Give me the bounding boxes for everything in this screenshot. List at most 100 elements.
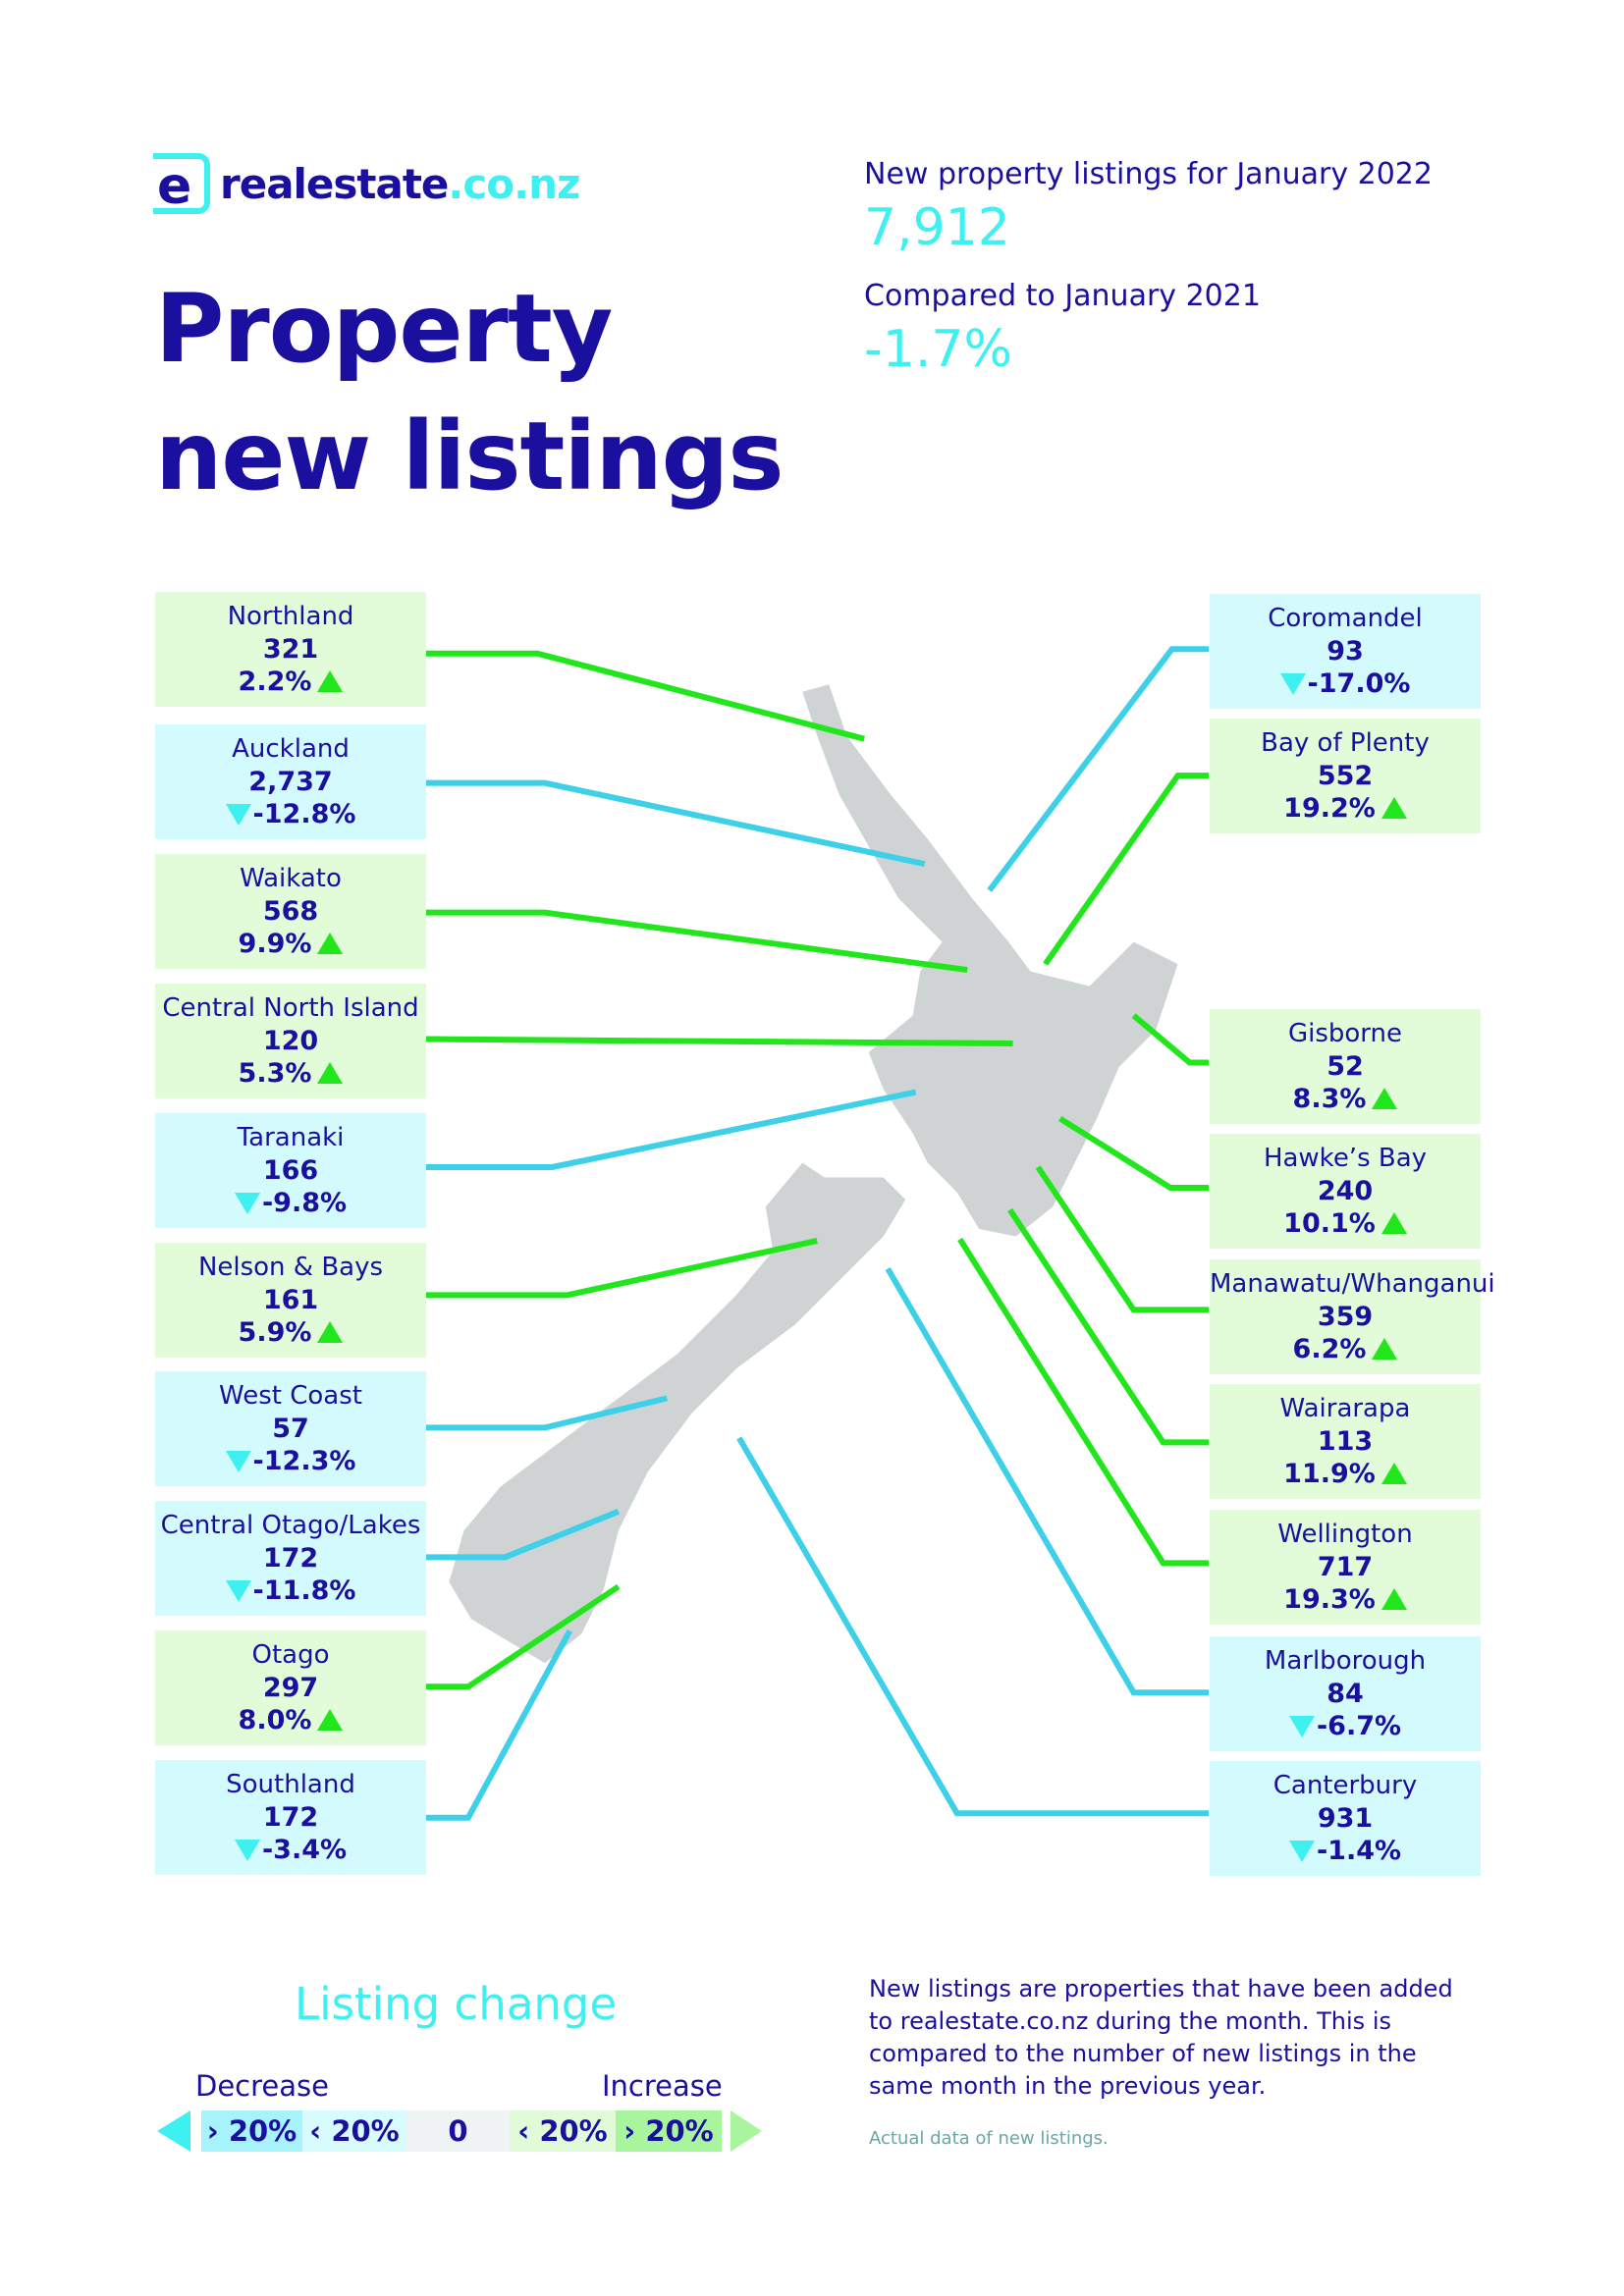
compare-label: Compared to January 2021 [864, 279, 1261, 313]
region-change-row: -6.7% [1210, 1710, 1481, 1742]
region-name: Northland [227, 602, 354, 631]
region-change: 8.3% [1292, 1084, 1367, 1114]
increase-arrow-icon [731, 2110, 762, 2152]
region-change: 6.2% [1292, 1334, 1367, 1364]
title-line-2: new listings [155, 401, 785, 511]
region-box-marlborough: Marlborough 84 -6.7% [1210, 1636, 1481, 1751]
region-name: Otago [251, 1640, 330, 1670]
region-count: 172 [262, 1802, 319, 1833]
region-count: 931 [1317, 1803, 1374, 1834]
region-name: Wellington [1277, 1520, 1413, 1549]
region-box-central-otago-lakes: Central Otago/Lakes 172 -11.8% [155, 1501, 426, 1616]
region-change-row: -1.4% [1210, 1835, 1481, 1867]
region-name: Marlborough [1264, 1646, 1427, 1676]
region-count: 359 [1317, 1302, 1374, 1332]
region-name: West Coast [219, 1381, 362, 1411]
region-change: -6.7% [1316, 1711, 1402, 1741]
down-triangle-icon [225, 804, 251, 826]
up-triangle-icon [317, 1321, 344, 1343]
legend-decrease-label: Decrease [195, 2069, 329, 2103]
down-triangle-icon [1288, 1716, 1315, 1737]
region-change-row: -9.8% [155, 1187, 426, 1219]
up-triangle-icon [317, 670, 344, 692]
region-name: Taranaki [237, 1123, 345, 1152]
region-count: 568 [262, 896, 319, 927]
region-count: 161 [262, 1285, 319, 1315]
region-box-southland: Southland 172 -3.4% [155, 1760, 426, 1875]
legend-segment-large-increase: › 20% [616, 2110, 722, 2152]
up-triangle-icon [1372, 1088, 1398, 1109]
region-count: 84 [1326, 1679, 1364, 1709]
leader-wairarapa [1007, 1207, 1210, 1446]
legend-segment-small-decrease: ‹ 20% [302, 2110, 406, 2152]
region-change: -12.3% [252, 1446, 356, 1476]
region-change-row: -12.3% [155, 1445, 426, 1477]
legend-title: Listing change [295, 1978, 618, 2030]
page-title: Property new listings [155, 265, 785, 520]
leader-otago [425, 1583, 621, 1690]
region-box-northland: Northland 321 2.2% [155, 592, 426, 707]
up-triangle-icon [1372, 1338, 1398, 1360]
region-box-gisborne: Gisborne 52 8.3% [1210, 1009, 1481, 1124]
region-box-canterbury: Canterbury 931 -1.4% [1210, 1761, 1481, 1876]
up-triangle-icon [317, 1709, 344, 1731]
region-change-row: 19.2% [1210, 792, 1481, 825]
leader-nelson-bays [425, 1238, 818, 1299]
logo-name: realestate [220, 159, 449, 208]
leader-coromandel [987, 646, 1210, 892]
logo-mark-icon: e [153, 153, 210, 214]
up-triangle-icon [1380, 1463, 1407, 1484]
footnote: Actual data of new listings. [869, 2128, 1109, 2149]
region-box-west-coast: West Coast 57 -12.3% [155, 1371, 426, 1486]
region-change: 19.2% [1283, 793, 1376, 824]
region-change-row: -17.0% [1210, 667, 1481, 700]
region-name: Central North Island [162, 993, 419, 1023]
region-count: 166 [262, 1155, 319, 1186]
region-name: Central Otago/Lakes [160, 1511, 421, 1540]
up-triangle-icon [1380, 797, 1407, 819]
region-count: 52 [1326, 1051, 1364, 1082]
region-name: Wairarapa [1279, 1394, 1411, 1423]
title-line-1: Property [155, 274, 613, 384]
up-triangle-icon [1380, 1588, 1407, 1610]
leader-canterbury [736, 1436, 1210, 1817]
up-triangle-icon [317, 933, 344, 954]
region-name: Manawatu/Whanganui [1210, 1269, 1495, 1299]
region-change: 9.9% [238, 929, 312, 959]
legend-segment-small-increase: ‹ 20% [510, 2110, 616, 2152]
region-change-row: -3.4% [155, 1834, 426, 1866]
region-name: Auckland [232, 734, 350, 764]
region-change-row: 9.9% [155, 928, 426, 960]
north-island-shape [802, 684, 1178, 1237]
region-change-row: 19.3% [1210, 1583, 1481, 1616]
down-triangle-icon [225, 1451, 251, 1472]
leader-wellington [957, 1237, 1210, 1567]
region-count: 120 [262, 1026, 319, 1056]
down-triangle-icon [234, 1840, 260, 1861]
logo-mark-letter: e [157, 157, 192, 216]
leader-central-north-island [425, 1036, 1013, 1047]
region-box-wairarapa: Wairarapa 113 11.9% [1210, 1384, 1481, 1499]
down-triangle-icon [234, 1193, 260, 1214]
leader-hawkes-bay [1058, 1115, 1210, 1191]
region-name: Bay of Plenty [1261, 728, 1430, 758]
region-change: 5.9% [238, 1317, 312, 1348]
region-change-row: 8.0% [155, 1704, 426, 1736]
realestate-logo: e realestate.co.nz [153, 153, 580, 214]
leader-auckland [425, 779, 926, 868]
region-count: 240 [1317, 1176, 1374, 1206]
compare-value: -1.7% [864, 320, 1012, 379]
region-box-coromandel: Coromandel 93 -17.0% [1210, 594, 1481, 709]
region-change-row: 10.1% [1210, 1207, 1481, 1240]
region-change: -12.8% [252, 799, 356, 829]
region-change: 2.2% [238, 667, 312, 697]
region-change-row: -11.8% [155, 1575, 426, 1607]
region-count: 57 [272, 1414, 309, 1444]
legend-segment-zero: 0 [406, 2110, 510, 2152]
legend-increase-label: Increase [602, 2069, 723, 2103]
listings-label: New property listings for January 2022 [864, 157, 1433, 191]
decrease-arrow-icon [157, 2110, 190, 2152]
region-change: 5.3% [238, 1058, 312, 1089]
region-change-row: 8.3% [1210, 1083, 1481, 1115]
